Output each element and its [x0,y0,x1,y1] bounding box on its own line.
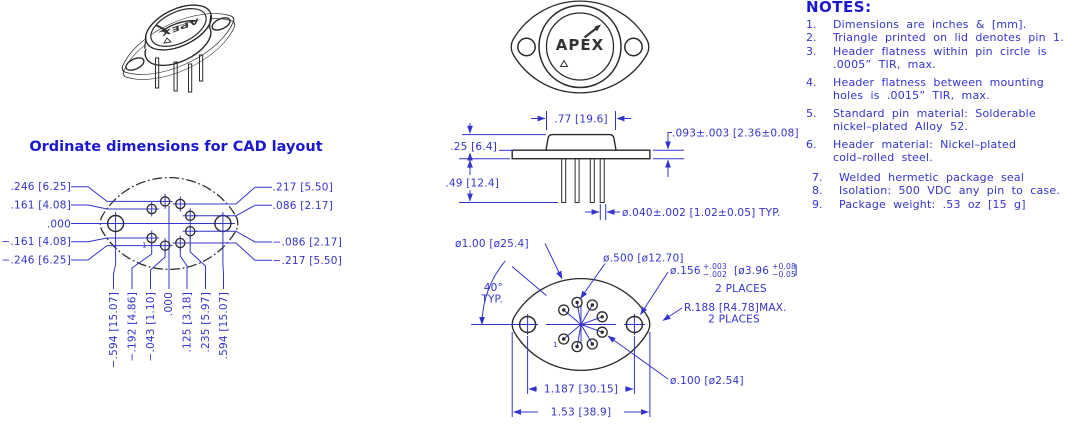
top-mounting-hole-right [624,37,643,57]
ord-label-bottom-4: .125 [3.18] [182,292,194,353]
ord-label-bottom-5: .235 [5.97] [200,292,212,353]
bot-dim-hole-tol-minus: −.002 [703,270,727,279]
bot-dim-hole-mm: [ø3.96 [734,265,769,277]
top-pin1-triangle [559,59,569,67]
note-item: 6.Header material: Nickel–plated cold–ro… [806,137,1017,165]
note-item: 5.Standard pin material: Solderable nick… [806,106,1036,134]
ord-label-bottom-0: −.594 [15.07] [108,292,120,368]
note-item: 9.Package weight: .53 oz [15 g] [812,197,1026,211]
bot-dim-can-dia: ø1.00 [ø25.4] [455,238,529,250]
note-item: 7.Welded hermetic package seal [812,170,1025,184]
ord-label-left-4: −.246 [6.25] [2,255,72,267]
ord-label-left-2: .000 [47,219,71,231]
bot-dim-hole-mm-plus: +0.08 [772,262,796,271]
iso-can-wall [144,16,211,50]
bot-dim-corner-radius: R.188 [R4.78]MAX. [684,302,787,314]
ord-label-right-0: .217 [5.50] [273,182,334,194]
ord-label-bottom-2: −.043 [1.10] [145,292,157,362]
iso-pin1-triangle [163,37,172,44]
isometric-view: APEX [113,0,244,95]
bot-dim-hole-tol-plus: +.003 [703,262,727,271]
iso-can-lid [145,1,212,54]
note-item: 2.Triangle printed on lid denotes pin 1. [806,31,1064,44]
bot-dim-pin-circle: ø.500 [ø12.70] [603,253,684,265]
ord-mounting-hole-left [106,214,125,233]
bot-angle-typ: TYP. [480,294,503,306]
note-item: 8.Isolation: 500 VDC any pin to case. [812,184,1060,197]
ord-label-left-3: −.161 [4.08] [2,236,72,248]
top-can-lid [545,12,615,81]
bot-pin1-label: 1 [553,341,558,349]
bot-dim-corner-places: 2 PLACES [708,314,760,326]
top-view: APEX [510,0,650,94]
ord-label-bottom-6: .594 [15.07] [218,292,230,359]
top-mounting-hole-left [517,37,536,57]
top-can-rim [538,4,622,89]
bot-pins [558,296,608,353]
ord-label-right-3: −.217 [5.50] [273,255,343,267]
side-dim-width: .77 [19.6] [554,114,608,126]
bot-dim-hole-spacing: 1.187 [30.15] [544,384,618,396]
bot-mounting-hole-right [625,315,644,334]
top-apex-logo: APEX [556,36,604,54]
iso-mounting-hole-left [124,55,146,72]
bot-pin-spokes [563,302,603,347]
side-can [545,133,617,151]
ord-label-right-2: −.086 [2.17] [273,237,343,249]
bot-dim-small-pin: ø.100 [ø2.54] [670,375,744,387]
side-dim-pin-length: .49 [12.4] [445,178,499,190]
ordinate-view: 1 .246 [6.25] .161 [4.08] .000 −.161 [4.… [2,176,343,368]
notes-heading: NOTES: [806,0,872,16]
note-item: 3.Header flatness within pin circle is .… [806,44,1047,72]
iso-mounting-hole-right [210,15,232,32]
ord-label-right-1: .086 [2.17] [273,200,334,212]
ordinate-title: Ordinate dimensions for CAD layout [29,139,323,155]
bot-dim-overall-width: 1.53 [38.9] [551,407,612,419]
iso-can-rim [139,0,218,59]
top-logo-swoosh-tip [594,24,601,32]
iso-pins [155,54,204,93]
side-dim-cap-height: .25 [6.4] [450,141,497,153]
ord-label-bottom-3: .000 [163,292,175,316]
note-item: 4.Header flatness between mounting holes… [806,75,1044,103]
side-dim-pin-dia: ø.040±.002 [1.02±0.05] TYP. [622,207,781,219]
note-item: 1.Dimensions are inches & [mm]. [806,17,1027,31]
bot-dim-hole-dia: ø.156 [670,265,701,277]
bottom-view: 1 40° TYP. ø1.00 [ø25.4] ø.500 [ø12.70] … [455,238,798,419]
bot-dim-hole-bracket: ] [793,263,798,277]
top-logo-swoosh [583,27,597,39]
bot-dim-hole-places: 2 PLACES [715,283,767,295]
ord-label-bottom-1: −.192 [4.86] [127,292,139,362]
bot-mounting-hole-left [518,315,537,334]
side-pins [561,158,605,203]
bot-angle-label: 40° [484,282,503,294]
side-flange [511,149,651,160]
notes-block: NOTES: 1.Dimensions are inches & [mm]. 2… [806,0,1080,211]
iso-logo-swoosh [155,24,168,32]
ord-label-left-1: .161 [4.08] [11,200,72,212]
bot-dim-hole-mm-minus: −0.05 [772,270,796,279]
ord-label-left-0: .246 [6.25] [11,181,72,193]
side-view: .77 [19.6] .25 [6.4] .49 [12.4] .093±.00… [445,111,799,220]
side-dim-flange-thickness: .093±.003 [2.36±0.08] [672,128,799,140]
